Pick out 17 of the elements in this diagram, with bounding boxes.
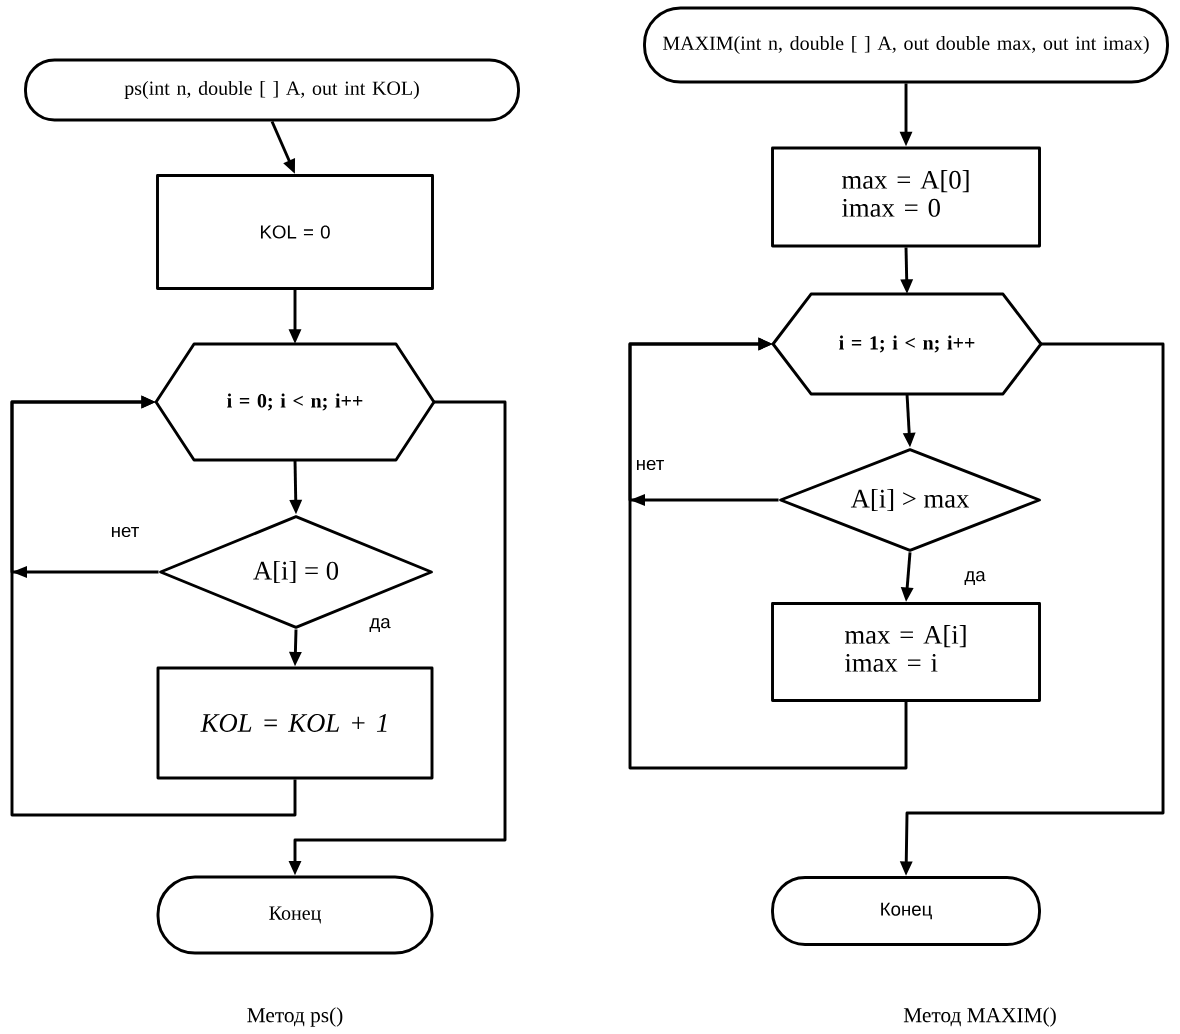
- process-box: KOL = KOL + 1: [156, 666, 434, 780]
- arrow: [10, 395, 297, 817]
- process-box: max = A[i] imax = i: [771, 602, 1041, 702]
- edge-label: да: [963, 569, 987, 587]
- loop-hexagon: i = 1; i < n; i++: [771, 292, 1043, 396]
- terminal-box: ps(int n, double [ ] A, out int KOL): [24, 58, 520, 122]
- edge-label: нет: [109, 525, 141, 539]
- process-box: max = A[0] imax = 0: [771, 146, 1041, 248]
- caption: Метод MAXIM(): [903, 1007, 1056, 1027]
- terminal-box: MAXIM(int n, double [ ] A, out double max, out int imax): [643, 6, 1169, 84]
- terminal-box: Конец: [771, 876, 1041, 946]
- terminal-box: Конец: [156, 875, 434, 955]
- edge-label: нет: [634, 458, 666, 472]
- loop-hexagon: i = 0; i < n; i++: [154, 342, 436, 462]
- caption: Метод ps(): [247, 1007, 343, 1027]
- arrow: [628, 337, 908, 770]
- process-box: KOL = 0: [156, 174, 434, 290]
